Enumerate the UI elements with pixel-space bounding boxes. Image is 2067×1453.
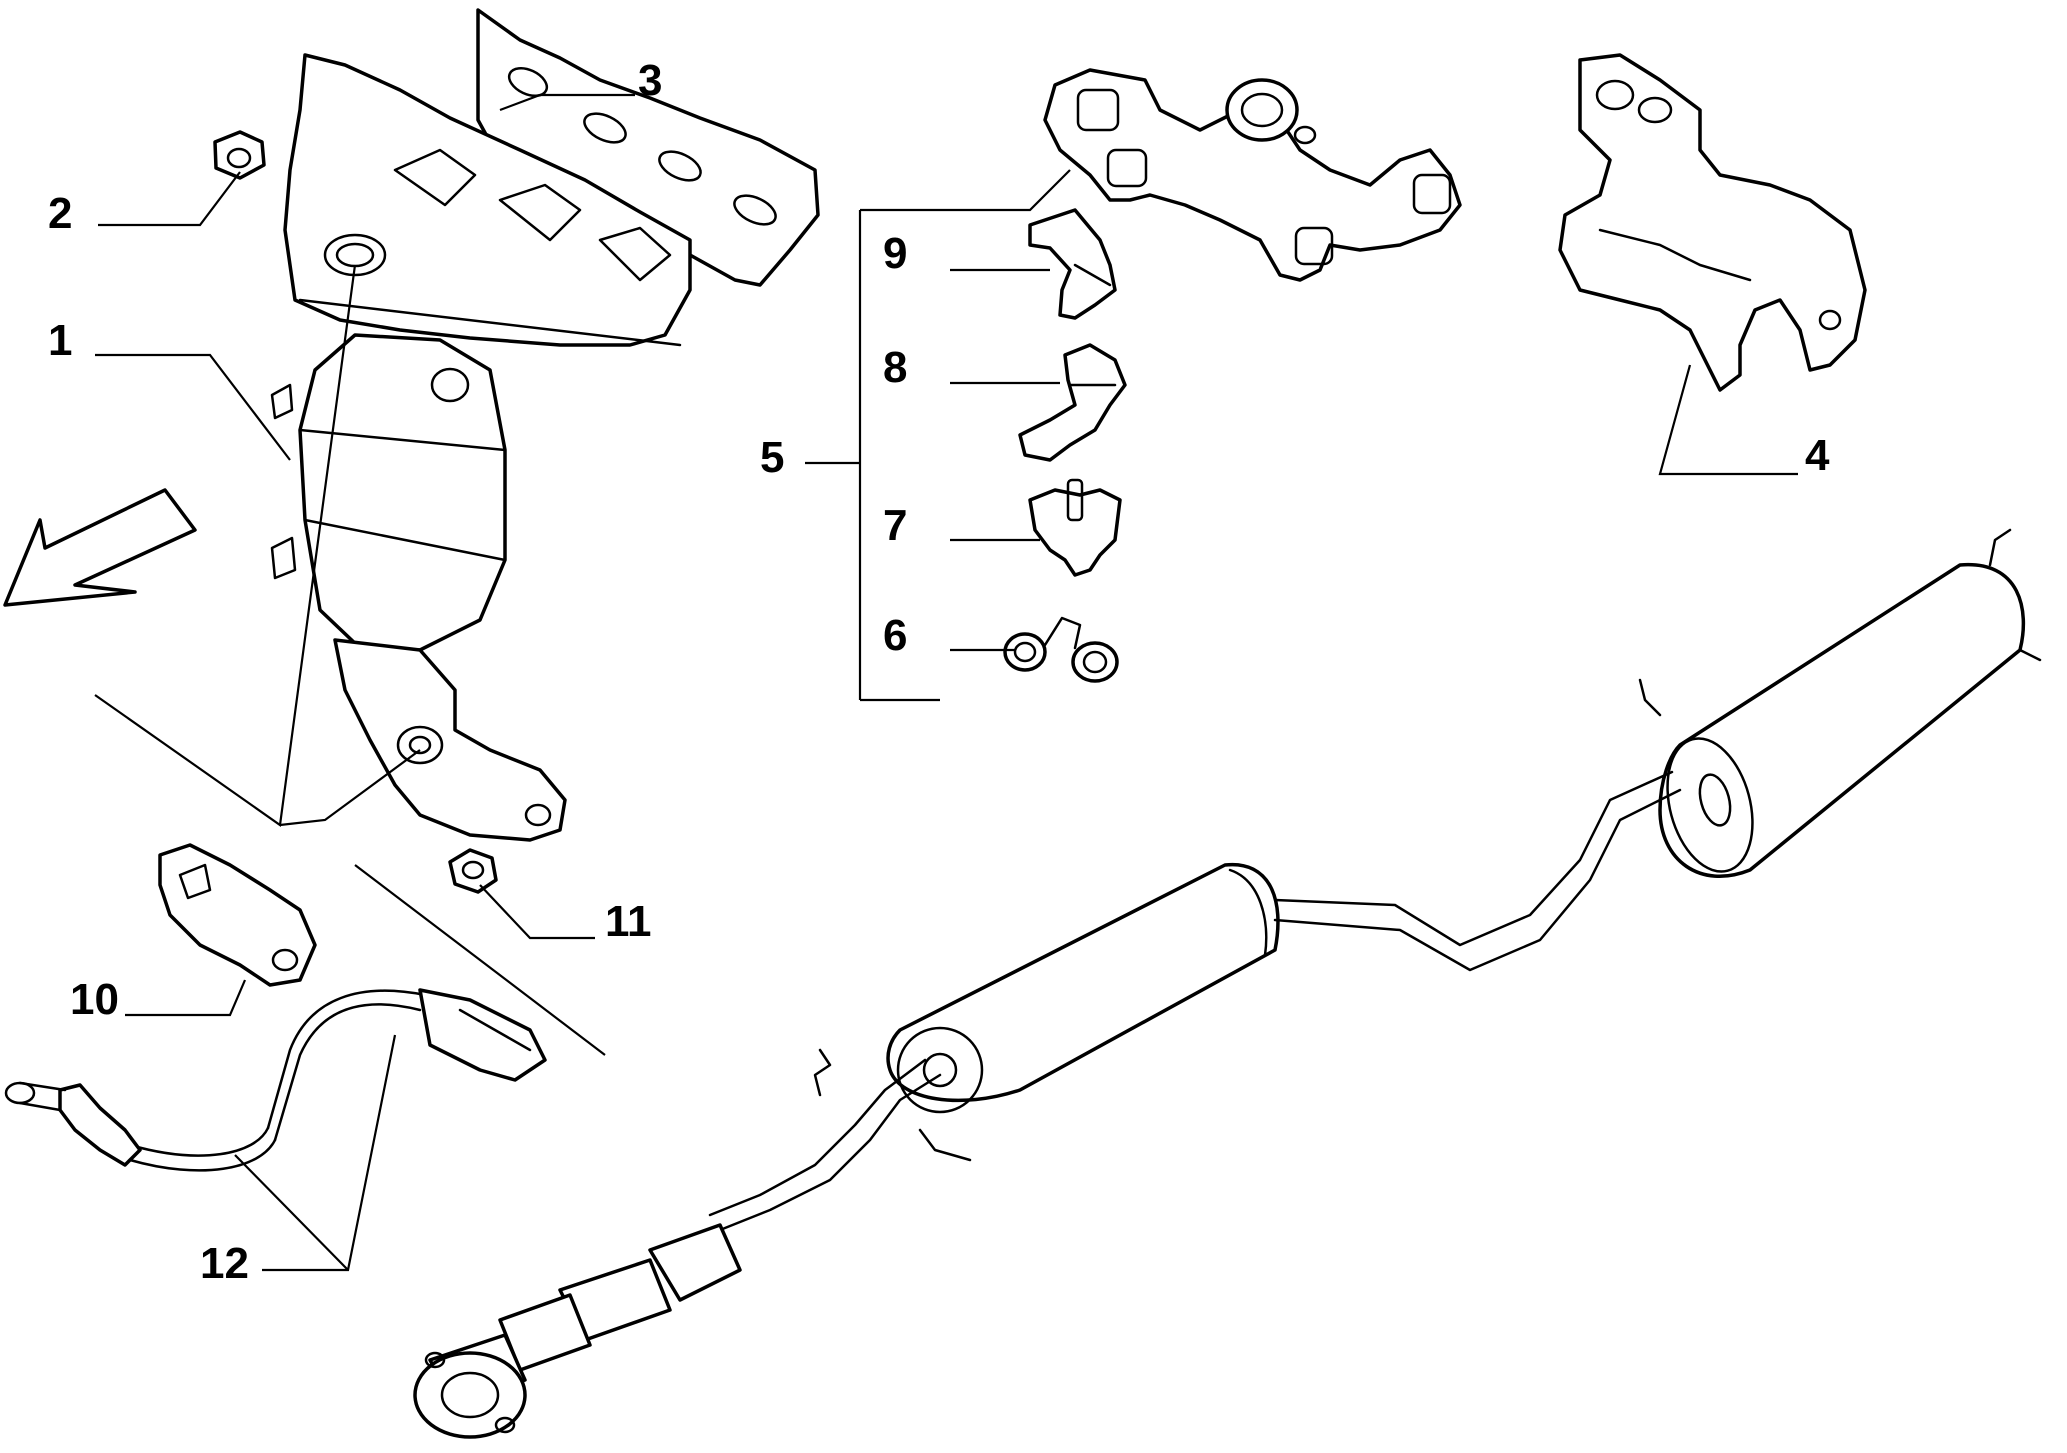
clamp-6 bbox=[1003, 616, 1119, 683]
callout-12: 12 bbox=[200, 1239, 249, 1288]
callout-4: 4 bbox=[1805, 431, 1830, 480]
clamp-bracket-assembly bbox=[1043, 68, 1462, 282]
exhaust-pipe-muffler bbox=[413, 528, 2042, 1439]
clip-9 bbox=[1028, 208, 1117, 320]
callout-8: 8 bbox=[883, 343, 907, 392]
callout-6: 6 bbox=[883, 611, 907, 660]
callout-labels: 1 2 3 4 5 6 7 8 9 10 11 12 bbox=[48, 56, 1830, 1288]
oxygen-sensor bbox=[4, 988, 547, 1172]
heat-shield-plate bbox=[158, 843, 317, 987]
callout-11: 11 bbox=[605, 897, 652, 946]
callout-1: 1 bbox=[48, 316, 72, 365]
callout-7: 7 bbox=[883, 501, 907, 550]
callout-10: 10 bbox=[70, 975, 119, 1024]
callout-2: 2 bbox=[48, 189, 72, 238]
exhaust-manifold-catalyst bbox=[270, 53, 692, 842]
callout-9: 9 bbox=[883, 229, 907, 278]
nut-upper bbox=[213, 130, 266, 180]
clip-8 bbox=[1018, 343, 1127, 462]
callout-5: 5 bbox=[760, 433, 784, 482]
leader-lines bbox=[94, 93, 1798, 1272]
clip-7 bbox=[1028, 478, 1122, 577]
heat-shield-bracket bbox=[1558, 53, 1867, 392]
callout-3: 3 bbox=[638, 56, 662, 105]
nut-lower bbox=[448, 848, 498, 894]
direction-arrow-icon bbox=[3, 488, 197, 607]
